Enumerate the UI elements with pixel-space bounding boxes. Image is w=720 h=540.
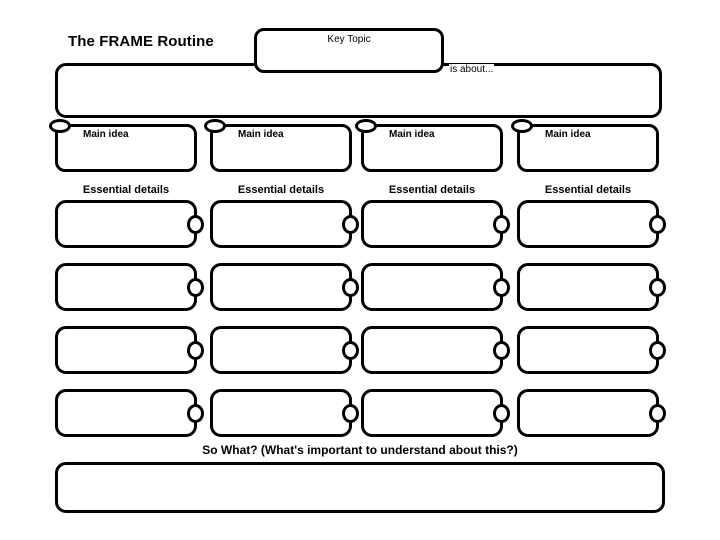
main-idea-box-1[interactable]: Main idea (49, 119, 197, 172)
so-what-label: So What? (What's important to understand… (202, 443, 518, 457)
main-idea-label-4: Main idea (545, 129, 591, 140)
detail-box-1-2[interactable] (55, 263, 204, 311)
oval-connector-icon (342, 215, 359, 234)
detail-box-1-3[interactable] (55, 326, 204, 374)
detail-box-2-4[interactable] (210, 389, 359, 437)
oval-connector-icon (187, 341, 204, 360)
is-about-label: is about... (449, 64, 495, 76)
main-idea-label-3: Main idea (389, 129, 435, 140)
oval-connector-icon (649, 215, 666, 234)
oval-connector-icon (493, 215, 510, 234)
detail-box-3-4[interactable] (361, 389, 510, 437)
page-title: The FRAME Routine (68, 33, 214, 50)
so-what-box[interactable] (55, 462, 665, 513)
detail-box-2-2[interactable] (210, 263, 359, 311)
oval-connector-icon (493, 278, 510, 297)
detail-box-3-2[interactable] (361, 263, 510, 311)
oval-connector-icon (493, 341, 510, 360)
oval-connector-icon (342, 404, 359, 423)
detail-box-2-1[interactable] (210, 200, 359, 248)
detail-box-3-1[interactable] (361, 200, 510, 248)
main-idea-box-3[interactable]: Main idea (355, 119, 503, 172)
main-idea-label-1: Main idea (83, 129, 129, 140)
detail-box-4-2[interactable] (517, 263, 666, 311)
detail-box-1-1[interactable] (55, 200, 204, 248)
oval-bullet-icon (511, 119, 533, 133)
oval-connector-icon (649, 341, 666, 360)
main-idea-box-4[interactable]: Main idea (511, 119, 659, 172)
detail-box-3-3[interactable] (361, 326, 510, 374)
detail-box-4-3[interactable] (517, 326, 666, 374)
oval-connector-icon (649, 278, 666, 297)
oval-connector-icon (493, 404, 510, 423)
detail-box-2-3[interactable] (210, 326, 359, 374)
essential-details-header-4: Essential details (544, 184, 632, 196)
oval-bullet-icon (204, 119, 226, 133)
oval-connector-icon (649, 404, 666, 423)
detail-box-4-1[interactable] (517, 200, 666, 248)
oval-bullet-icon (355, 119, 377, 133)
essential-details-header-3: Essential details (388, 184, 476, 196)
essential-details-header-2: Essential details (237, 184, 325, 196)
oval-connector-icon (187, 278, 204, 297)
detail-box-1-4[interactable] (55, 389, 204, 437)
key-topic-label: Key Topic (327, 34, 371, 45)
main-idea-label-2: Main idea (238, 129, 284, 140)
essential-details-header-1: Essential details (82, 184, 170, 196)
oval-connector-icon (342, 278, 359, 297)
key-topic-box[interactable]: Key Topic (254, 28, 444, 73)
main-idea-box-2[interactable]: Main idea (204, 119, 352, 172)
oval-connector-icon (342, 341, 359, 360)
oval-bullet-icon (49, 119, 71, 133)
oval-connector-icon (187, 404, 204, 423)
oval-connector-icon (187, 215, 204, 234)
detail-box-4-4[interactable] (517, 389, 666, 437)
